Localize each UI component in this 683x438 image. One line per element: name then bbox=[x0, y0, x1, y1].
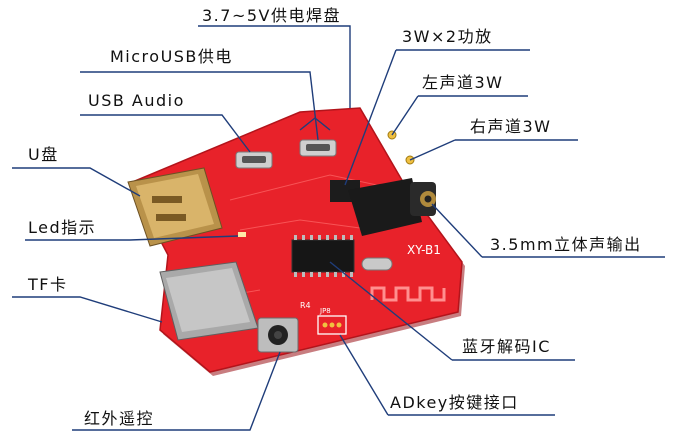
usb-a-port bbox=[127, 167, 223, 247]
silk-c1: C1 bbox=[383, 117, 392, 125]
label-usb-audio: USB Audio bbox=[88, 91, 185, 110]
bluetooth-ic-chip bbox=[291, 235, 355, 277]
callout-labels: 3.7~5V供电焊盘 MicroUSB供电 3W×2功放 USB Audio 左… bbox=[27, 6, 642, 428]
adkey-pads bbox=[317, 315, 347, 335]
leader-tf-card bbox=[12, 296, 163, 323]
leader-supply-pad bbox=[198, 25, 351, 108]
leader-amp bbox=[344, 49, 397, 186]
micro-usb-port-audio bbox=[235, 151, 273, 169]
label-adkey: ADkey按键接口 bbox=[390, 393, 519, 412]
leader-ir bbox=[72, 351, 281, 431]
leader-left-ch bbox=[391, 95, 419, 136]
leader-led bbox=[25, 235, 239, 241]
label-u-disk: U盘 bbox=[28, 145, 59, 164]
label-jack: 3.5mm立体声输出 bbox=[490, 235, 642, 254]
leader-usb-audio bbox=[80, 114, 251, 153]
pcb-antenna bbox=[370, 286, 446, 302]
label-micro-usb: MicroUSB供电 bbox=[110, 47, 233, 66]
crystal-oscillator bbox=[361, 257, 393, 271]
label-tf-card: TF卡 bbox=[27, 275, 67, 294]
silk-model: XY-B1 bbox=[407, 243, 441, 257]
label-led: Led指示 bbox=[28, 218, 96, 237]
leader-u-disk bbox=[12, 167, 141, 197]
leader-bt-ic bbox=[329, 261, 453, 361]
led-indicator bbox=[238, 232, 246, 237]
audio-jack bbox=[348, 178, 436, 236]
label-amp: 3W×2功放 bbox=[402, 27, 493, 46]
silk-jp8: JP8 bbox=[319, 307, 331, 315]
pcb-board: XY-B1 R4 JP8 C1 bbox=[127, 107, 465, 376]
leader-adkey bbox=[339, 334, 389, 416]
leader-jack bbox=[431, 203, 483, 258]
leader-lines bbox=[12, 25, 665, 431]
leader-micro-usb bbox=[80, 71, 319, 141]
label-right-ch: 右声道3W bbox=[470, 117, 552, 136]
label-left-ch: 左声道3W bbox=[422, 73, 504, 92]
micro-usb-port-power bbox=[299, 139, 337, 157]
silk-r4: R4 bbox=[300, 301, 311, 310]
label-ir: 红外遥控 bbox=[84, 409, 154, 428]
label-bt-ic: 蓝牙解码IC bbox=[462, 337, 551, 356]
label-supply-pad: 3.7~5V供电焊盘 bbox=[202, 6, 341, 25]
leader-right-ch bbox=[409, 139, 456, 161]
ir-receiver bbox=[257, 317, 299, 353]
